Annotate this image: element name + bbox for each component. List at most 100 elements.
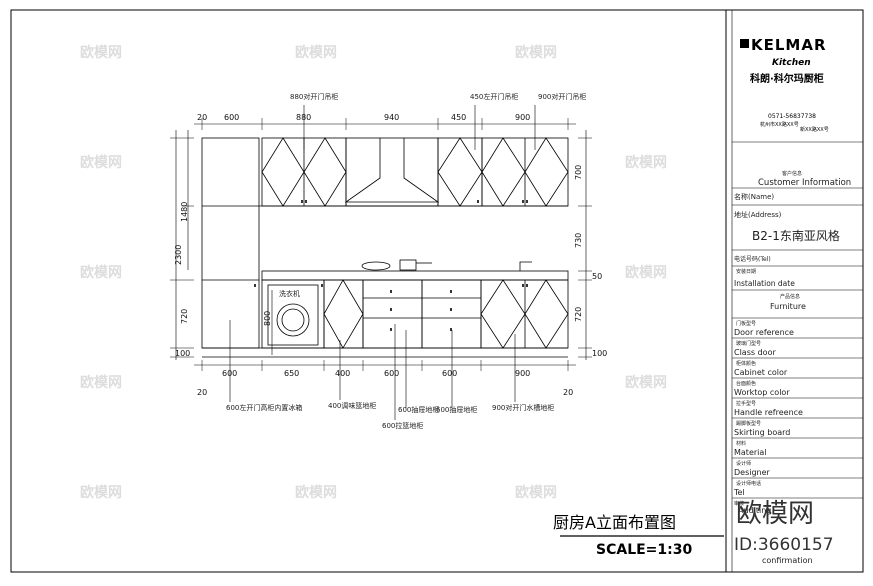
bottom-dimensions: 600 650 400 600 600 900 20 20 xyxy=(197,369,573,397)
label-upper-a: 880对开门吊柜 xyxy=(290,92,338,101)
dim-bottom-4: 600 xyxy=(384,369,399,378)
brand-block: KELMAR Kitchen 科朗·科尔玛厨柜 0571-56837738 杭州… xyxy=(740,36,829,133)
info-tel2: Tel xyxy=(733,488,745,497)
svg-text:欧模网: 欧模网 xyxy=(80,264,122,281)
info-class-door: Class door xyxy=(734,348,776,357)
brand-sub: Kitchen xyxy=(772,58,811,68)
dim-bottom-2: 650 xyxy=(284,369,299,378)
dim-top-4: 450 xyxy=(451,113,466,122)
cabinet-outline xyxy=(201,137,569,358)
dim-right-e: 100 xyxy=(592,349,607,358)
svg-text:台面颜色: 台面颜色 xyxy=(736,380,756,387)
svg-text:审核: 审核 xyxy=(734,500,744,507)
info-audit: Auditing xyxy=(738,506,771,515)
brand-phone: 0571-56837738 xyxy=(768,113,816,120)
label-lower-e: 600抽屉地柜 xyxy=(436,405,477,414)
dimension-lines xyxy=(170,105,592,420)
dim-right-b: 730 xyxy=(574,233,583,248)
bottom-annotations: 600左开门高柜内置冰箱 400调味篮地柜 600拉篮地柜 600抽屉地柜 60… xyxy=(226,289,554,430)
dim-bottom-1: 600 xyxy=(222,369,237,378)
dim-left-total: 2300 xyxy=(174,245,183,265)
info-table-lines xyxy=(732,141,863,499)
svg-text:欧模网: 欧模网 xyxy=(80,484,122,501)
dim-top-5: 900 xyxy=(515,113,530,122)
info-address-label: 地址(Address) xyxy=(734,210,782,219)
svg-text:欧模网: 欧模网 xyxy=(515,484,557,501)
label-upper-c: 900对开门吊柜 xyxy=(538,92,586,101)
dim-left-lower: 720 xyxy=(180,309,189,324)
info-furniture: Furniture xyxy=(770,302,806,311)
dim-right-a: 700 xyxy=(574,165,583,180)
dim-bottom-6: 900 xyxy=(515,369,530,378)
info-name: 名称(Name) xyxy=(734,192,774,201)
svg-text:欧模网: 欧模网 xyxy=(625,154,667,171)
label-lower-a: 600左开门高柜内置冰箱 xyxy=(226,403,302,412)
label-upper-b: 450左开门吊柜 xyxy=(470,92,518,101)
info-confirm: confirmation xyxy=(762,556,813,565)
svg-text:安装日期: 安装日期 xyxy=(736,268,756,275)
info-address-value: B2-1东南亚风格 xyxy=(752,228,840,243)
svg-text:玻璃门型号: 玻璃门型号 xyxy=(736,340,761,347)
left-dimensions: 2300 1480 720 100 800 xyxy=(174,202,272,358)
outer-frame xyxy=(10,9,864,573)
svg-text:欧模网: 欧模网 xyxy=(625,374,667,391)
dim-left-upper: 1480 xyxy=(180,202,189,222)
label-lower-c: 600拉篮地柜 xyxy=(382,421,423,430)
info-install: Installation date xyxy=(734,279,795,288)
dim-right-c: 50 xyxy=(592,272,602,281)
info-skirting: Skirting board xyxy=(734,428,790,437)
brand-address: 杭州市XX路XX号 xyxy=(760,121,799,128)
svg-text:欧模网: 欧模网 xyxy=(625,264,667,281)
svg-text:柜体颜色: 柜体颜色 xyxy=(736,360,756,367)
svg-text:欧模网: 欧模网 xyxy=(80,44,122,61)
drawing-title: 厨房A立面布置图 xyxy=(553,513,676,532)
svg-text:拉手型号: 拉手型号 xyxy=(736,400,756,407)
info-cabinet: Cabinet color xyxy=(734,368,788,377)
dim-top-2: 880 xyxy=(296,113,311,122)
dim-bottom-3: 400 xyxy=(335,369,350,378)
svg-text:产品信息: 产品信息 xyxy=(780,293,800,300)
dim-bottom-5: 600 xyxy=(442,369,457,378)
info-customer: Customer Information xyxy=(758,178,851,188)
dim-left-plinth: 100 xyxy=(175,349,190,358)
brand-name: KELMAR xyxy=(751,36,827,54)
svg-text:设计师: 设计师 xyxy=(736,460,751,467)
label-lower-f: 900对开门水槽地柜 xyxy=(492,403,554,412)
svg-text:设计师电话: 设计师电话 xyxy=(736,480,761,487)
dim-top-edge: 20 xyxy=(197,113,207,122)
dim-top-1: 600 xyxy=(224,113,239,122)
info-worktop: Worktop color xyxy=(734,388,790,397)
dim-washer-height: 800 xyxy=(263,311,272,326)
svg-text:踢脚板型号: 踢脚板型号 xyxy=(736,420,761,427)
svg-text:欧模网: 欧模网 xyxy=(295,44,337,61)
info-door: Door reference xyxy=(734,328,794,337)
label-lower-b: 400调味篮地柜 xyxy=(328,401,376,410)
brand-cn: 科朗·科尔玛厨柜 xyxy=(750,72,824,85)
top-annotations: 880对开门吊柜 450左开门吊柜 900对开门吊柜 xyxy=(290,92,586,101)
info-material: Material xyxy=(734,448,767,457)
info-tel: 电话号码(Tel) xyxy=(734,255,771,263)
info-table-text: 客户信息 Customer Information 名称(Name) 地址(Ad… xyxy=(733,170,851,565)
svg-text:欧模网: 欧模网 xyxy=(515,44,557,61)
svg-text:欧模网: 欧模网 xyxy=(80,374,122,391)
svg-text:门板型号: 门板型号 xyxy=(736,320,756,327)
label-lower-d: 600抽屉地柜 xyxy=(398,405,439,414)
info-handle: Handle refreence xyxy=(734,408,803,417)
svg-text:欧模网: 欧模网 xyxy=(80,154,122,171)
info-designer: Designer xyxy=(734,468,771,477)
brand-logo-icon xyxy=(740,39,749,48)
svg-text:客户信息: 客户信息 xyxy=(782,170,802,177)
dim-right-d: 720 xyxy=(574,307,583,322)
faint-watermarks: 欧模网 欧模网 欧模网 欧模网 欧模网 欧模网 欧模网 欧模网 欧模网 欧模网 … xyxy=(80,44,667,501)
label-washer: 洗衣机 xyxy=(279,289,300,298)
dim-top-3: 940 xyxy=(384,113,399,122)
watermark-brand: 欧模网 xyxy=(736,499,814,529)
top-dimensions: 20 600 880 940 450 900 xyxy=(197,113,530,122)
svg-text:材料: 材料 xyxy=(736,440,746,447)
right-dimensions: 700 730 50 720 100 xyxy=(574,165,607,358)
brand-note: 新XX路XX号 xyxy=(800,126,829,133)
watermark-id: ID:3660157 xyxy=(734,535,834,555)
dim-bottom-edge-right: 20 xyxy=(563,388,573,397)
